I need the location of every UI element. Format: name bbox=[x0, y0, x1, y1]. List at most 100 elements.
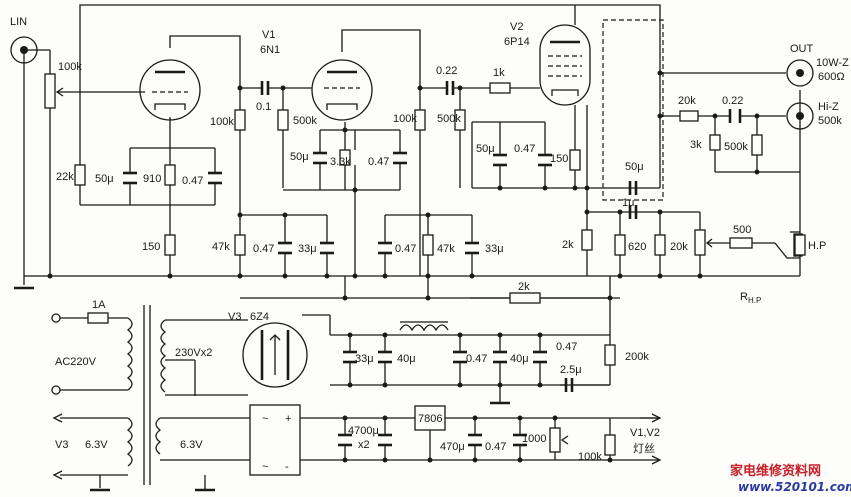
cap-047-h bbox=[513, 433, 527, 447]
lbl-2k-b: 2k bbox=[518, 281, 530, 293]
volume-potentiometer: 100k bbox=[44, 61, 82, 109]
resistor-100k-b bbox=[414, 109, 426, 131]
cap-022-a bbox=[445, 81, 455, 95]
lbl-500k-c: 500k bbox=[724, 141, 748, 153]
lbl-500: 500 bbox=[733, 224, 751, 236]
lbl-620: 620 bbox=[628, 241, 646, 253]
headphone-jack: H.P RH.P bbox=[740, 233, 826, 305]
output-10w-impedance: 600Ω bbox=[818, 71, 845, 83]
cap-047-f bbox=[453, 350, 467, 364]
lbl-150-a: 150 bbox=[142, 241, 160, 253]
lbl-22k: 22k bbox=[56, 171, 74, 183]
cap-047-e bbox=[378, 241, 392, 255]
tube-v3-label: V3 bbox=[228, 311, 241, 323]
r-1000-label: 1000 bbox=[522, 433, 546, 445]
lbl-33u-c: 33μ bbox=[355, 353, 374, 365]
lbl-sec-hv: 230Vx2 bbox=[175, 347, 212, 359]
lbl-047-c: 0.47 bbox=[253, 243, 274, 255]
lbl-1k: 1k bbox=[493, 67, 505, 79]
mains-terminals bbox=[51, 313, 63, 480]
cap-1u bbox=[628, 205, 638, 219]
resistor-3k bbox=[709, 134, 721, 151]
lbl-047-e: 0.47 bbox=[395, 243, 416, 255]
cap-25u bbox=[564, 378, 574, 392]
lbl-910: 910 bbox=[143, 173, 161, 185]
resistor-500k-c bbox=[751, 134, 763, 156]
output-hiz-label: Hi-Z bbox=[818, 101, 839, 113]
headphone-res-label: RH.P bbox=[740, 291, 761, 305]
lbl-022-a: 0.22 bbox=[436, 65, 457, 77]
lbl-fuse: 1A bbox=[92, 299, 106, 311]
cap-50u-d bbox=[628, 181, 638, 195]
cap-047-g bbox=[533, 350, 547, 364]
lbl-3k: 3k bbox=[690, 139, 702, 151]
bridge-ac-top: ~ bbox=[262, 413, 268, 425]
resistor-22k bbox=[74, 164, 86, 186]
watermark-cn: 家电维修资料网 bbox=[730, 463, 821, 479]
tube-v1b: V1 6N1 bbox=[260, 29, 373, 121]
lbl-47k-b: 47k bbox=[437, 243, 455, 255]
lbl-50u-d: 50μ bbox=[625, 161, 644, 173]
cap-047-a bbox=[208, 171, 222, 185]
resistor-910 bbox=[164, 164, 176, 186]
r-20k-pot-label: 20k bbox=[670, 241, 688, 253]
lbl-1u: 1μ bbox=[622, 197, 634, 209]
output-10w-label: 10W-Z bbox=[816, 57, 849, 69]
resistor-100k-a bbox=[234, 109, 246, 131]
lbl-022-b: 0.22 bbox=[722, 95, 743, 107]
cap-01 bbox=[260, 81, 270, 95]
lbl-150-b: 150 bbox=[550, 153, 568, 165]
feedback-potentiometer: 20k bbox=[670, 229, 713, 256]
lbl-047-d: 0.47 bbox=[514, 143, 535, 155]
lbl-4700u: 4700μ bbox=[348, 425, 379, 437]
filter-choke bbox=[399, 321, 449, 332]
bridge-minus: - bbox=[285, 461, 289, 473]
lbl-100k-b: 100k bbox=[393, 113, 417, 125]
resistor-2k-a bbox=[581, 229, 593, 251]
resistor-500k-b bbox=[454, 109, 466, 131]
cap-50u-c bbox=[493, 153, 507, 167]
lbl-mains: AC220V bbox=[55, 356, 97, 368]
resistor-20k-b bbox=[654, 234, 666, 256]
lbl-500k-a: 500k bbox=[293, 115, 317, 127]
resistor-hp bbox=[794, 234, 806, 256]
cap-022-b bbox=[728, 109, 742, 123]
lbl-sec-fil-r: 6.3V bbox=[180, 439, 203, 451]
resistor-1k bbox=[489, 82, 511, 94]
tube-v3-type: 6Z4 bbox=[250, 311, 269, 323]
tube-v2-label: V2 bbox=[510, 21, 523, 33]
tube-v1-type: 6N1 bbox=[260, 44, 280, 56]
resistor-100k-c bbox=[604, 434, 616, 456]
vol-pot-label: 100k bbox=[58, 61, 82, 73]
resistor-47k-b bbox=[422, 234, 434, 256]
watermark-url: www.520101.com bbox=[738, 480, 851, 494]
cap-40u-a bbox=[378, 350, 392, 364]
grounds bbox=[14, 286, 510, 492]
lbl-100k-a: 100k bbox=[210, 116, 234, 128]
resistor-150a bbox=[164, 234, 176, 256]
tube-v2: V2 6P14 bbox=[504, 21, 591, 106]
lbl-20k-b: 20k bbox=[678, 95, 696, 107]
resistor-500 bbox=[729, 237, 753, 249]
component-labels: 22k 50μ 910 0.47 150 0.1 100k 500k 50μ 3… bbox=[55, 65, 751, 463]
tube-v2-type: 6P14 bbox=[504, 36, 530, 48]
cap-047-c bbox=[278, 241, 292, 255]
lbl-047-g: 0.47 bbox=[556, 341, 577, 353]
resistors bbox=[74, 82, 806, 456]
resistor-620 bbox=[614, 234, 626, 256]
bridge-rectifier: ~ + ~ - bbox=[249, 404, 301, 476]
cap-33u-c bbox=[343, 350, 357, 364]
output-jack-hiz: Hi-Z 500k bbox=[786, 101, 842, 130]
input-jack-label: LIN bbox=[10, 16, 27, 28]
lbl-50u-a: 50μ bbox=[95, 173, 114, 185]
lbl-33u-a: 33μ bbox=[298, 243, 317, 255]
resistor-47k-a bbox=[234, 234, 246, 256]
capacitors bbox=[123, 81, 742, 447]
lbl-047-a: 0.47 bbox=[182, 175, 203, 187]
output-hiz-impedance: 500k bbox=[818, 115, 842, 127]
bridge-ac-bottom: ~ bbox=[262, 461, 268, 473]
lbl-4700u-x: x2 bbox=[358, 439, 370, 451]
heater-output-arrows bbox=[640, 413, 662, 465]
cap-047-b bbox=[393, 151, 407, 165]
